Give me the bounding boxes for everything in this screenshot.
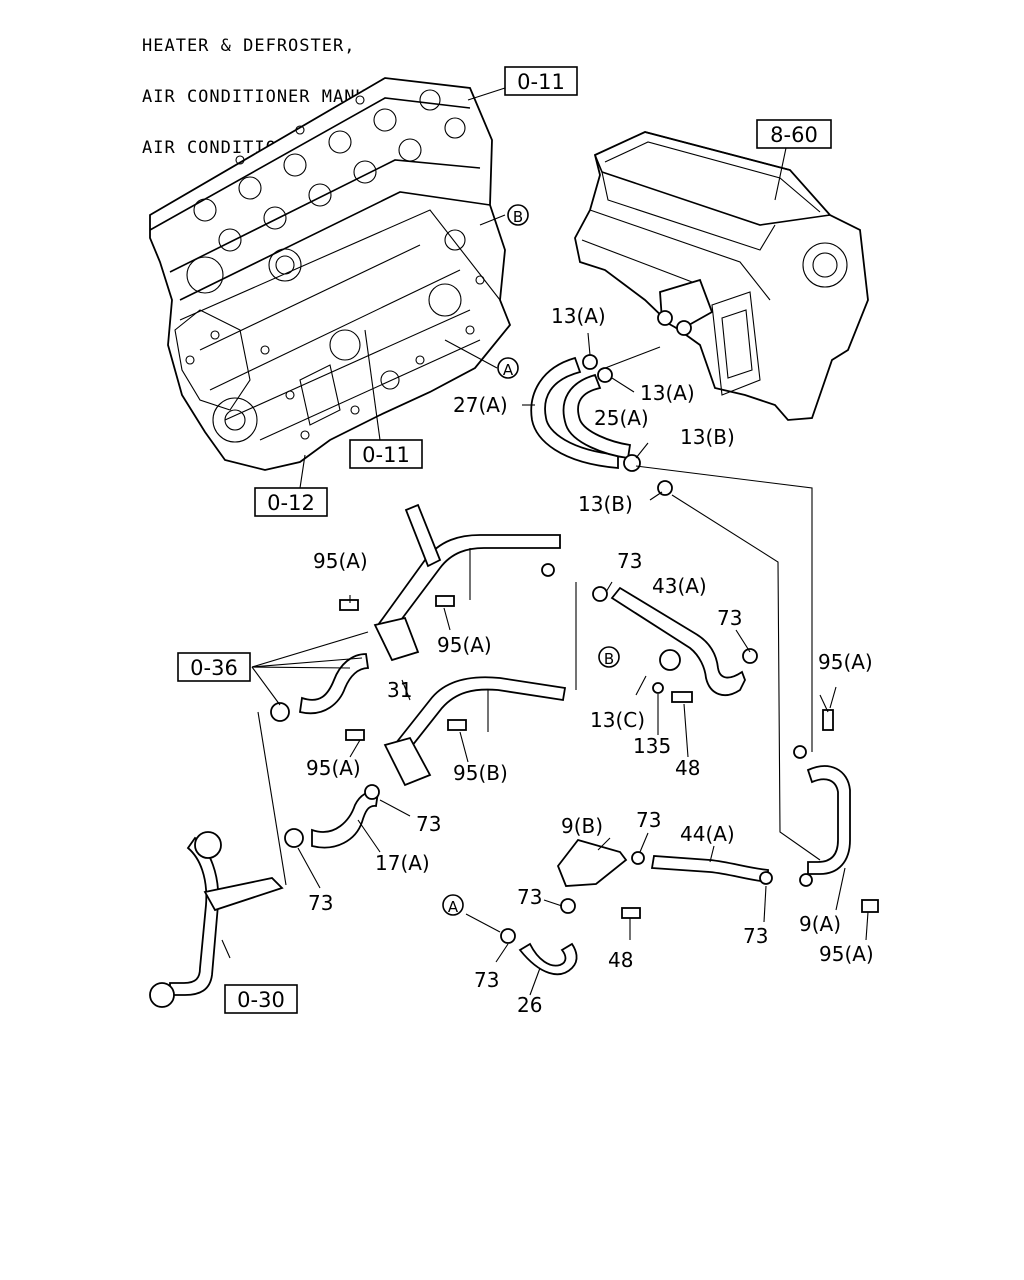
marker-a-engine: A — [497, 357, 519, 379]
pipe-bracket-upper — [373, 616, 420, 662]
engine-block-icon — [149, 77, 512, 471]
label-43a: 43(A) — [652, 574, 707, 598]
label-44a: 44(A) — [680, 822, 735, 846]
label-95a-1: 95(A) — [313, 549, 368, 573]
label-13b-1: 13(B) — [680, 425, 735, 449]
label-73-8: 73 — [474, 968, 499, 992]
heater-unit-icon — [574, 131, 869, 421]
label-95a-5: 95(A) — [819, 942, 874, 966]
label-48-2: 48 — [608, 948, 633, 972]
label-13a-2: 13(A) — [640, 381, 695, 405]
marker-b-clamp-text: B — [604, 650, 614, 668]
label-17a: 17(A) — [375, 851, 430, 875]
label-73-7: 73 — [743, 924, 768, 948]
hose-43a — [610, 586, 746, 696]
pipe-9b — [556, 838, 628, 887]
label-95a-4: 95(A) — [306, 756, 361, 780]
ref-0-11-top: 0-11 — [504, 66, 578, 96]
label-73-2: 73 — [717, 606, 742, 630]
label-73-4: 73 — [636, 808, 661, 832]
marker-b-engine: B — [507, 204, 529, 226]
ref-0-36-text: 0-36 — [190, 656, 238, 680]
hose-26 — [518, 942, 578, 976]
header-line-1: HEATER & DEFROSTER, — [142, 36, 356, 56]
ref-0-30: 0-30 — [224, 984, 298, 1014]
hose-44a — [650, 855, 769, 883]
label-13a-1: 13(A) — [551, 304, 606, 328]
pipe-0-30 — [169, 836, 220, 996]
label-13b-2: 13(B) — [578, 492, 633, 516]
label-9a: 9(A) — [799, 912, 841, 936]
pipe-bracket-31 — [383, 736, 432, 787]
pipe-9a — [806, 765, 851, 875]
label-25a: 25(A) — [594, 406, 649, 430]
ref-0-12-text: 0-12 — [267, 491, 315, 515]
label-73-1: 73 — [617, 549, 642, 573]
marker-b-engine-text: B — [513, 208, 523, 226]
ref-0-11-mid: 0-11 — [349, 439, 423, 469]
leader-lines — [221, 87, 869, 996]
pipe-stub-upper — [404, 503, 442, 568]
label-27a: 27(A) — [453, 393, 508, 417]
label-95a-2: 95(A) — [437, 633, 492, 657]
label-73-6: 73 — [517, 885, 542, 909]
marker-a-hose-text: A — [448, 898, 459, 916]
label-13c: 13(C) — [590, 708, 645, 732]
label-9b: 9(B) — [561, 814, 603, 838]
label-95b: 95(B) — [453, 761, 508, 785]
label-73-3: 73 — [416, 812, 441, 836]
label-95a-3: 95(A) — [818, 650, 873, 674]
part-labels: 13(A) 13(A) 27(A) 25(A) 13(B) 13(B) 95(A… — [306, 304, 874, 1017]
ref-8-60: 8-60 — [756, 119, 832, 149]
marker-b-clamp: B — [598, 646, 620, 668]
hose-upper — [298, 653, 370, 715]
marker-a-engine-text: A — [503, 361, 514, 379]
ref-0-11-top-text: 0-11 — [517, 70, 565, 94]
ref-0-12: 0-12 — [254, 487, 328, 517]
label-73-5: 73 — [308, 891, 333, 915]
ref-0-11-mid-text: 0-11 — [362, 443, 410, 467]
ref-0-36: 0-36 — [177, 652, 251, 682]
label-135: 135 — [633, 734, 671, 758]
hose-27a — [530, 356, 619, 469]
label-31: 31 — [387, 678, 412, 702]
fasteners — [270, 354, 879, 944]
marker-a-hose: A — [442, 894, 464, 916]
ref-0-30-text: 0-30 — [237, 988, 285, 1012]
pipe-31 — [390, 676, 567, 758]
label-26: 26 — [517, 993, 542, 1017]
hose-17a — [311, 790, 380, 849]
ref-8-60-text: 8-60 — [770, 123, 818, 147]
label-48-1: 48 — [675, 756, 700, 780]
